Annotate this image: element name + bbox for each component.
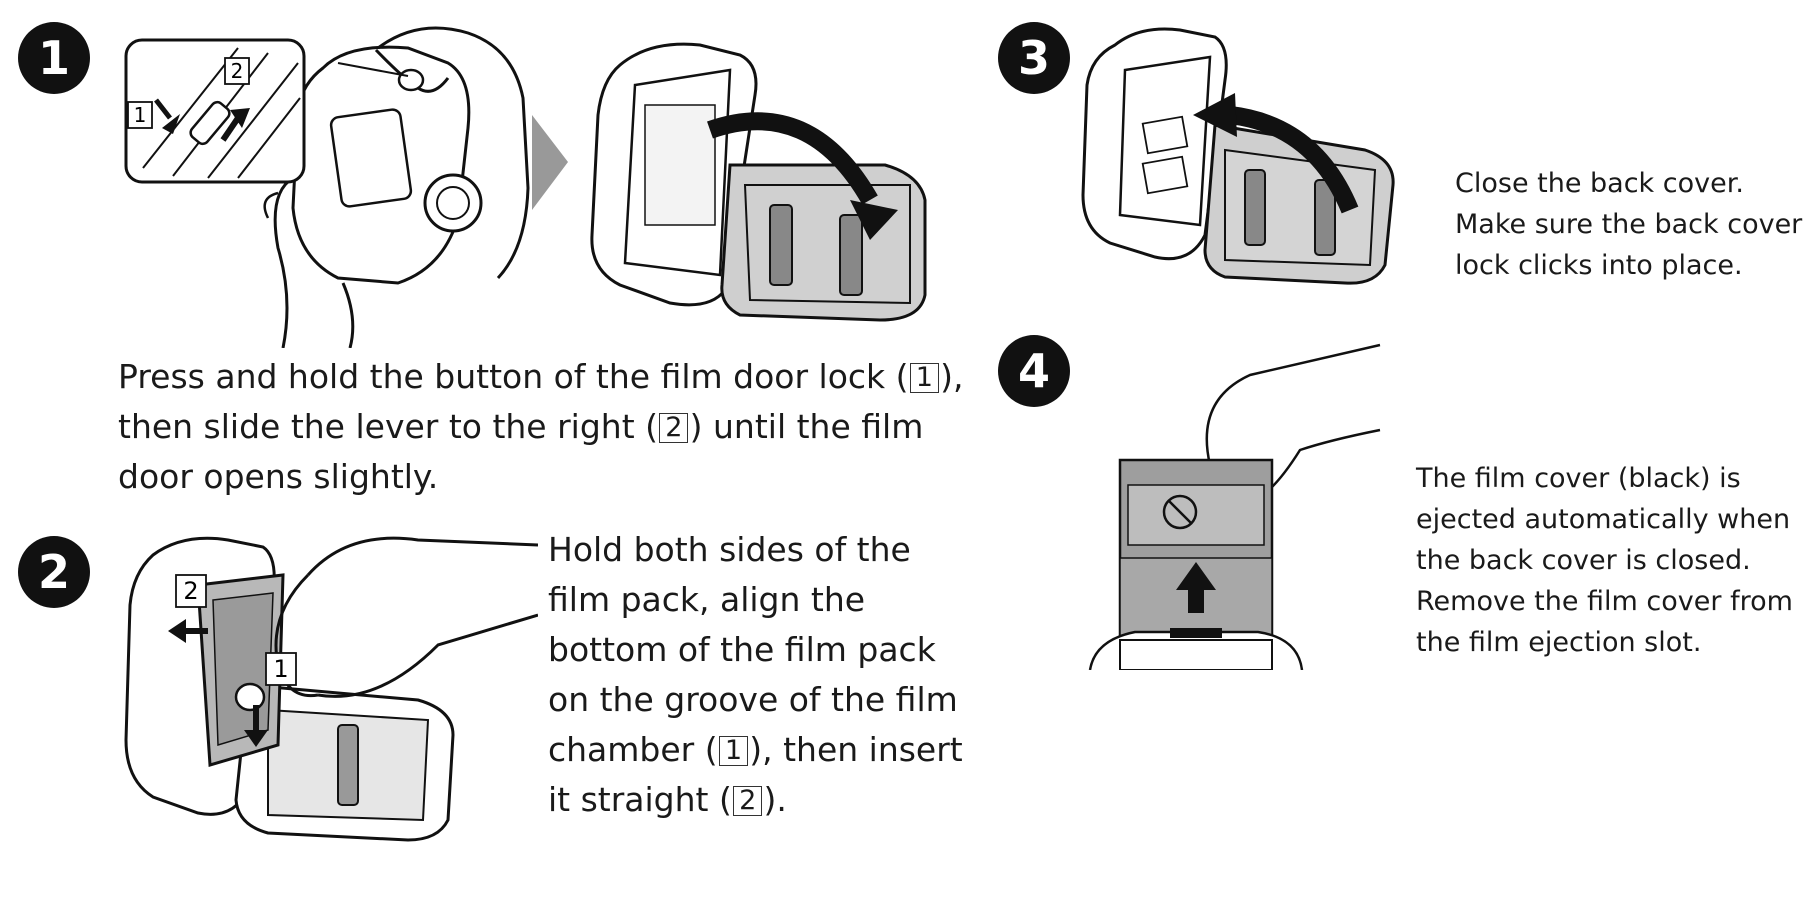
up-arrow-icon	[1176, 562, 1216, 613]
down-arrow-icon	[162, 114, 180, 134]
step-2-line-6-text: it straight (	[548, 780, 732, 819]
step-3-badge: 3	[998, 22, 1070, 94]
step-3-line-1: Close the back cover.	[1455, 163, 1802, 204]
step-3-line-3: lock clicks into place.	[1455, 245, 1802, 286]
step-2-line-5-tail: ), then insert	[749, 730, 963, 769]
step-1-number: 1	[37, 31, 70, 85]
step-2-line-6: it straight (2).	[548, 775, 963, 825]
step-2-line-6-tail: ).	[763, 780, 787, 819]
step-2-line-6-callout: 2	[733, 785, 763, 817]
step-4-badge: 4	[998, 335, 1070, 407]
step-4-instructions: The film cover (black) is ejected automa…	[1416, 458, 1793, 663]
step-4-line-1: The film cover (black) is	[1416, 458, 1793, 499]
step-4-number: 4	[1017, 344, 1050, 398]
step-3-line-2: Make sure the back cover	[1455, 204, 1802, 245]
step-4-line-5-text: the film ejection slot.	[1416, 627, 1702, 658]
step-3-illustration-close-cover	[1081, 27, 1395, 285]
step-1-badge: 1	[18, 22, 90, 94]
step-1-callout-1: 1	[134, 103, 147, 127]
step-1-line-2-tail: ) until the film	[689, 407, 924, 446]
step-2-illustration-insert-film: 2 1	[124, 536, 538, 842]
step-1-illustration-open-door	[590, 42, 927, 322]
up-arrow-icon	[230, 108, 250, 128]
step-3-number: 3	[1017, 31, 1050, 85]
step-4-line-2-text: ejected automatically when	[1416, 504, 1791, 535]
step-1-line-2-callout: 2	[659, 412, 689, 444]
step-4-illustration-eject-cover	[1088, 343, 1381, 670]
step-2-line-3: bottom of the film pack	[548, 625, 963, 675]
prohibited-icon	[1162, 494, 1198, 530]
step-1-line-3: door opens slightly.	[118, 452, 964, 502]
step-2-line-2-text: film pack, align the	[548, 580, 866, 619]
step-4-line-4-text: Remove the film cover from	[1416, 586, 1793, 617]
step-1-line-3-text: door opens slightly.	[118, 457, 439, 496]
step-2-number: 2	[37, 545, 70, 599]
step-1-illustration-hand-camera: 1 2	[124, 26, 530, 348]
step-2-line-5-callout: 1	[718, 735, 748, 767]
next-step-arrow-icon	[532, 115, 568, 210]
step-2-line-4-text: on the groove of the film	[548, 680, 958, 719]
step-2-line-4: on the groove of the film	[548, 675, 963, 725]
step-1-line-2-text: then slide the lever to the right (	[118, 407, 659, 446]
step-4-line-3-text: the back cover is closed.	[1416, 545, 1751, 576]
step-3-instructions: Close the back cover. Make sure the back…	[1455, 163, 1802, 286]
step-3-line-1-text: Close the back cover.	[1455, 168, 1744, 199]
step-2-line-2: film pack, align the	[548, 575, 963, 625]
step-1-line-1: Press and hold the button of the film do…	[118, 352, 964, 402]
step-4-line-3: the back cover is closed.	[1416, 540, 1793, 581]
step-1-callout-2: 2	[231, 59, 244, 83]
step-1-line-2: then slide the lever to the right (2) un…	[118, 402, 964, 452]
step-2-line-5-text: chamber (	[548, 730, 718, 769]
step-2-line-5: chamber (1), then insert	[548, 725, 963, 775]
step-2-line-1: Hold both sides of the	[548, 525, 963, 575]
step-4-line-4: Remove the film cover from	[1416, 581, 1793, 622]
step-4-line-5: the film ejection slot.	[1416, 622, 1793, 663]
step-3-line-3-text: lock clicks into place.	[1455, 250, 1743, 281]
step-1-line-1-tail: ),	[940, 357, 964, 396]
step-4-line-2: ejected automatically when	[1416, 499, 1793, 540]
step-4-line-1-text: The film cover (black) is	[1416, 463, 1741, 494]
step-1-line-1-callout: 1	[909, 362, 939, 394]
step-2-badge: 2	[18, 536, 90, 608]
step-2-line-3-text: bottom of the film pack	[548, 630, 936, 669]
step-3-line-2-text: Make sure the back cover	[1455, 209, 1803, 240]
step-2-callout-1: 1	[273, 655, 288, 683]
step-1-instructions: Press and hold the button of the film do…	[118, 352, 964, 502]
step-2-line-1-text: Hold both sides of the	[548, 530, 911, 569]
step-2-callout-2: 2	[183, 577, 198, 605]
step-1-line-1-text: Press and hold the button of the film do…	[118, 357, 909, 396]
step-2-instructions: Hold both sides of the film pack, align …	[548, 525, 963, 825]
